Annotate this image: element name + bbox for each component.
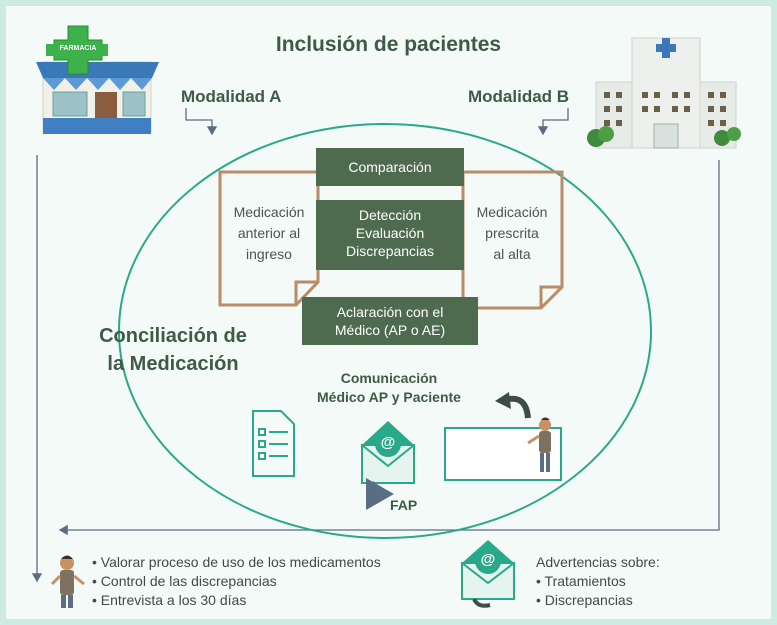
aclaracion-line-1: Aclaración con el [336,304,444,320]
checklist-icon [252,410,295,477]
list-item: Entrevista a los 30 días [92,591,381,610]
modalidad-a-label: Modalidad A [181,87,282,106]
right-doc-line-3: al alta [493,246,531,262]
left-doc-line-1: Medicación [233,204,305,220]
conciliation-ellipse [118,123,652,539]
comparacion-label: Comparación [348,159,432,175]
comunicacion-line-2: Médico AP y Paciente [317,389,461,405]
email-at-symbol: @ [380,434,396,451]
left-document-text: Medicación anterior al ingreso [222,202,316,265]
list-item: Valorar proceso de uso de los medicament… [92,553,381,572]
left-doc-line-3: ingreso [246,246,292,262]
bottom-left-list: Valorar proceso de uso de los medicament… [92,553,381,610]
conciliacion-line-1: Conciliación de [99,325,247,347]
connector-lines [31,108,720,583]
pharmacy-sign: FARMACIA [59,45,97,52]
comparacion-box: Comparación [316,148,464,186]
conciliacion-line-2: la Medicación [107,353,239,375]
right-doc-line-1: Medicación [476,204,548,220]
hospital-building-icon [587,37,741,149]
comunicacion-label: Comunicación Médico AP y Paciente [284,369,494,407]
page-title: Inclusión de pacientes [275,33,502,56]
bottom-right-list: Tratamientos Discrepancias [536,572,633,610]
warnings-heading: Advertencias sobre: [536,554,660,570]
conciliacion-label: Conciliación de la Medicación [73,322,273,378]
list-item: Discrepancias [536,591,633,610]
list-item: Tratamientos [536,572,633,591]
deteccion-line-2: Evaluación [355,225,425,241]
warnings-email-icon [461,540,515,608]
deteccion-line-1: Detección [358,207,422,223]
left-document-shape [218,170,320,307]
doctor-person-icon [527,417,551,472]
deteccion-box: Detección Evaluación Discrepancias [316,200,464,270]
deteccion-line-3: Discrepancias [346,243,434,259]
warnings-at-symbol: @ [480,551,496,568]
list-item: Control de las discrepancias [92,572,381,591]
email-envelope-icon [361,421,415,510]
patient-person-icon [50,555,85,608]
pharmacy-building-icon [36,25,159,134]
left-doc-line-2: anterior al [237,225,301,241]
aclaracion-line-2: Médico (AP o AE) [334,322,446,338]
fap-label: FAP [390,497,418,513]
right-document-shape [461,170,564,310]
modalidad-b-label: Modalidad B [468,87,570,106]
right-document-text: Medicación prescrita al alta [464,202,560,265]
right-doc-line-2: prescrita [485,225,539,241]
comunicacion-line-1: Comunicación [340,370,438,386]
aclaracion-box: Aclaración con el Médico (AP o AE) [302,297,478,345]
